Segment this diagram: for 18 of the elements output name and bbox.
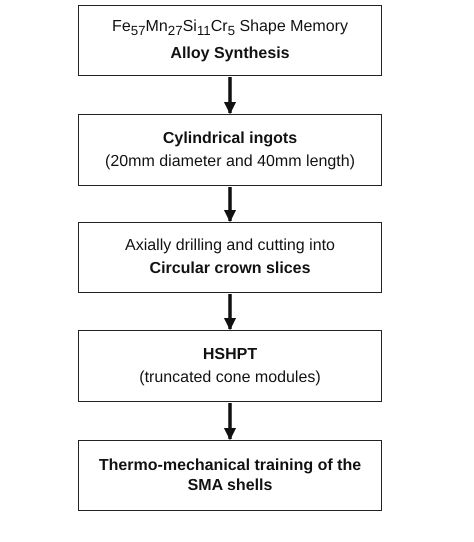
- step-text: (truncated cone modules): [139, 368, 321, 388]
- step-text: (20mm diameter and 40mm length): [105, 152, 355, 172]
- process-box: [78, 440, 382, 511]
- process-box: [78, 5, 382, 76]
- process-box: [78, 330, 382, 402]
- step-text: Axially drilling and cutting into: [125, 236, 335, 256]
- arrow: [224, 403, 236, 440]
- step-text: Cylindrical ingots: [162, 128, 298, 148]
- step-text: Thermo-mechanical training of the SMA shells: [98, 456, 362, 496]
- step-text: HSHPT: [202, 344, 258, 364]
- process-box: [78, 114, 382, 186]
- step-text: Alloy Synthesis: [170, 44, 290, 64]
- step-text: Circular crown slices: [150, 259, 310, 279]
- arrow: [224, 187, 236, 222]
- step-text: Fe$_{57}$Mn$_{27}$Si$_{11}$Cr$_{5}$ Shape Memory: [112, 16, 348, 40]
- arrow: [224, 294, 236, 330]
- process-box: [78, 222, 382, 293]
- arrow: [224, 77, 236, 114]
